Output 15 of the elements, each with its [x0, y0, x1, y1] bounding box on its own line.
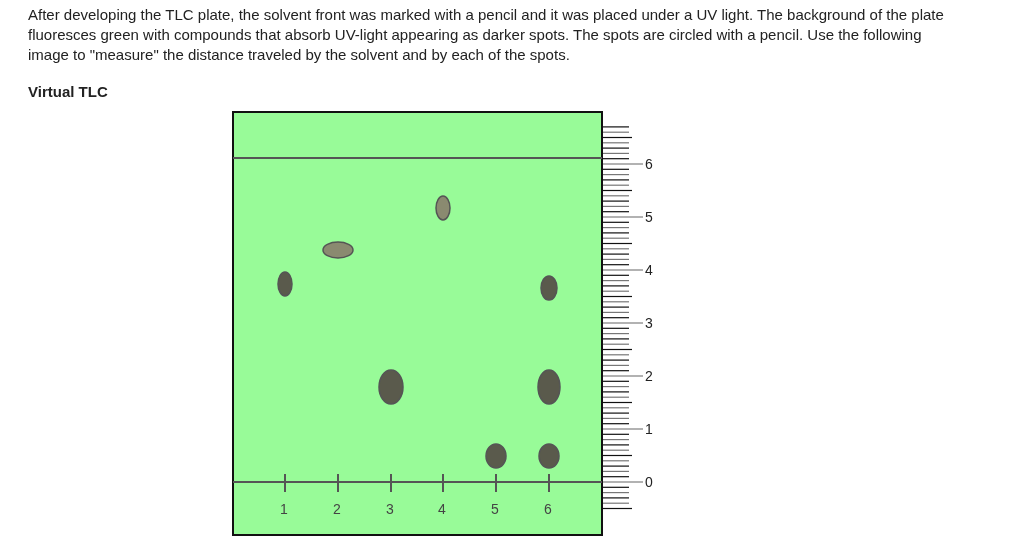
scale-number: 6	[645, 155, 653, 173]
lane-number: 5	[491, 500, 499, 518]
scale-number: 0	[645, 473, 653, 491]
lane-number: 2	[333, 500, 341, 518]
section-heading: Virtual TLC	[28, 83, 108, 100]
lane-number: 6	[544, 500, 552, 518]
lane-number: 1	[280, 500, 288, 518]
instructions-paragraph: After developing the TLC plate, the solvent front was marked with a pencil and it was placed under a UV light. The background of the plate fluoresces green with compounds that absorb UV-light appearing as darker spots. The spots are circled with a pencil. Use the following image to "measure" the distance traveled by the solvent and by each of the spots.	[28, 5, 945, 65]
scale-number: 4	[645, 261, 653, 279]
lane-number: 4	[438, 500, 446, 518]
scale-number: 3	[645, 314, 653, 332]
scale-number: 5	[645, 208, 653, 226]
scale-number: 2	[645, 367, 653, 385]
scale-number: 1	[645, 420, 653, 438]
lane-number: 3	[386, 500, 394, 518]
